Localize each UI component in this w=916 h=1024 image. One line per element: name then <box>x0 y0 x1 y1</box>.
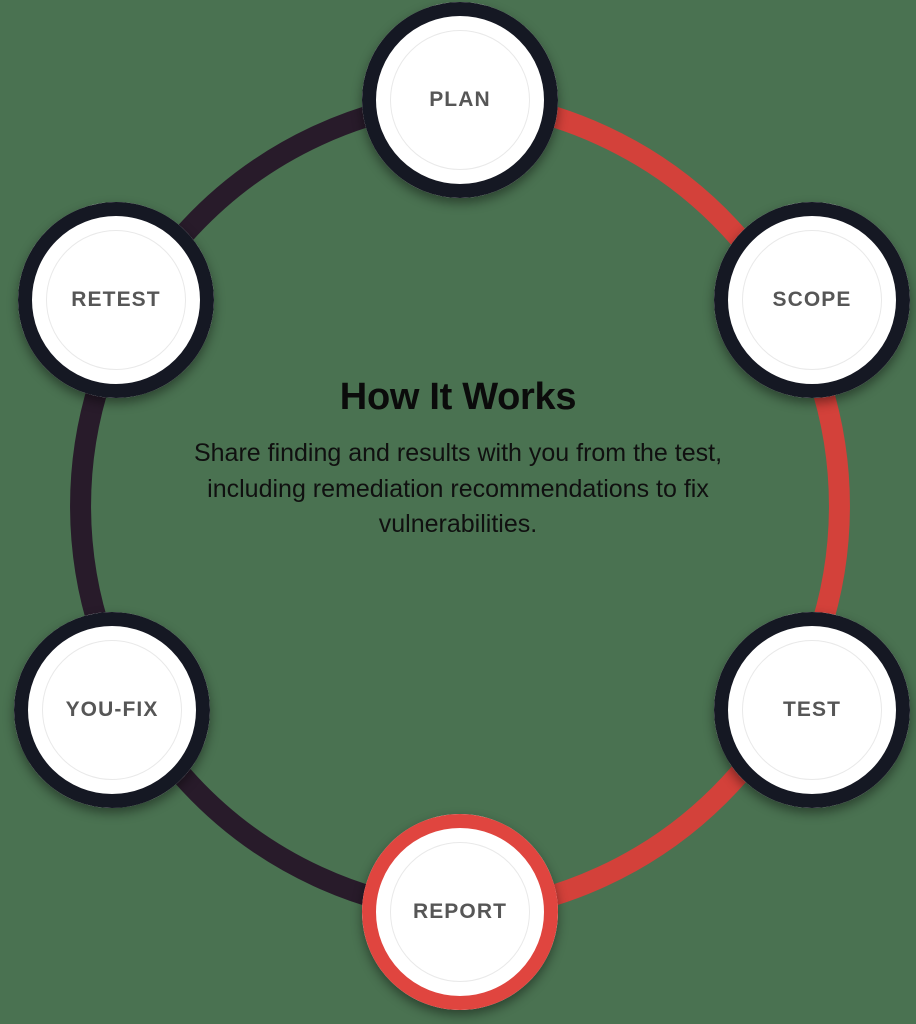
cycle-node-label: TEST <box>782 698 842 721</box>
cycle-node-report[interactable]: REPORT <box>362 814 558 1010</box>
arc-active <box>459 88 850 924</box>
cycle-node-label: REPORT <box>412 900 508 923</box>
cycle-node-test[interactable]: TEST <box>714 612 910 808</box>
cycle-node-label: SCOPE <box>772 288 852 311</box>
cycle-node-label: RETEST <box>71 288 161 311</box>
cycle-node-plan[interactable]: PLAN <box>362 2 558 198</box>
cycle-node-retest[interactable]: RETEST <box>18 202 214 398</box>
page-title: How It Works <box>339 376 577 418</box>
arc-inactive <box>70 88 461 924</box>
cycle-node-you-fix[interactable]: YOU-FIX <box>14 612 210 808</box>
cycle-node-scope[interactable]: SCOPE <box>714 202 910 398</box>
cycle-node-label: YOU-FIX <box>65 698 159 721</box>
cycle-node-label: PLAN <box>429 88 491 111</box>
center-content: How It Works Share finding and results w… <box>158 378 758 543</box>
center-description: Share finding and results with you from … <box>193 439 723 538</box>
